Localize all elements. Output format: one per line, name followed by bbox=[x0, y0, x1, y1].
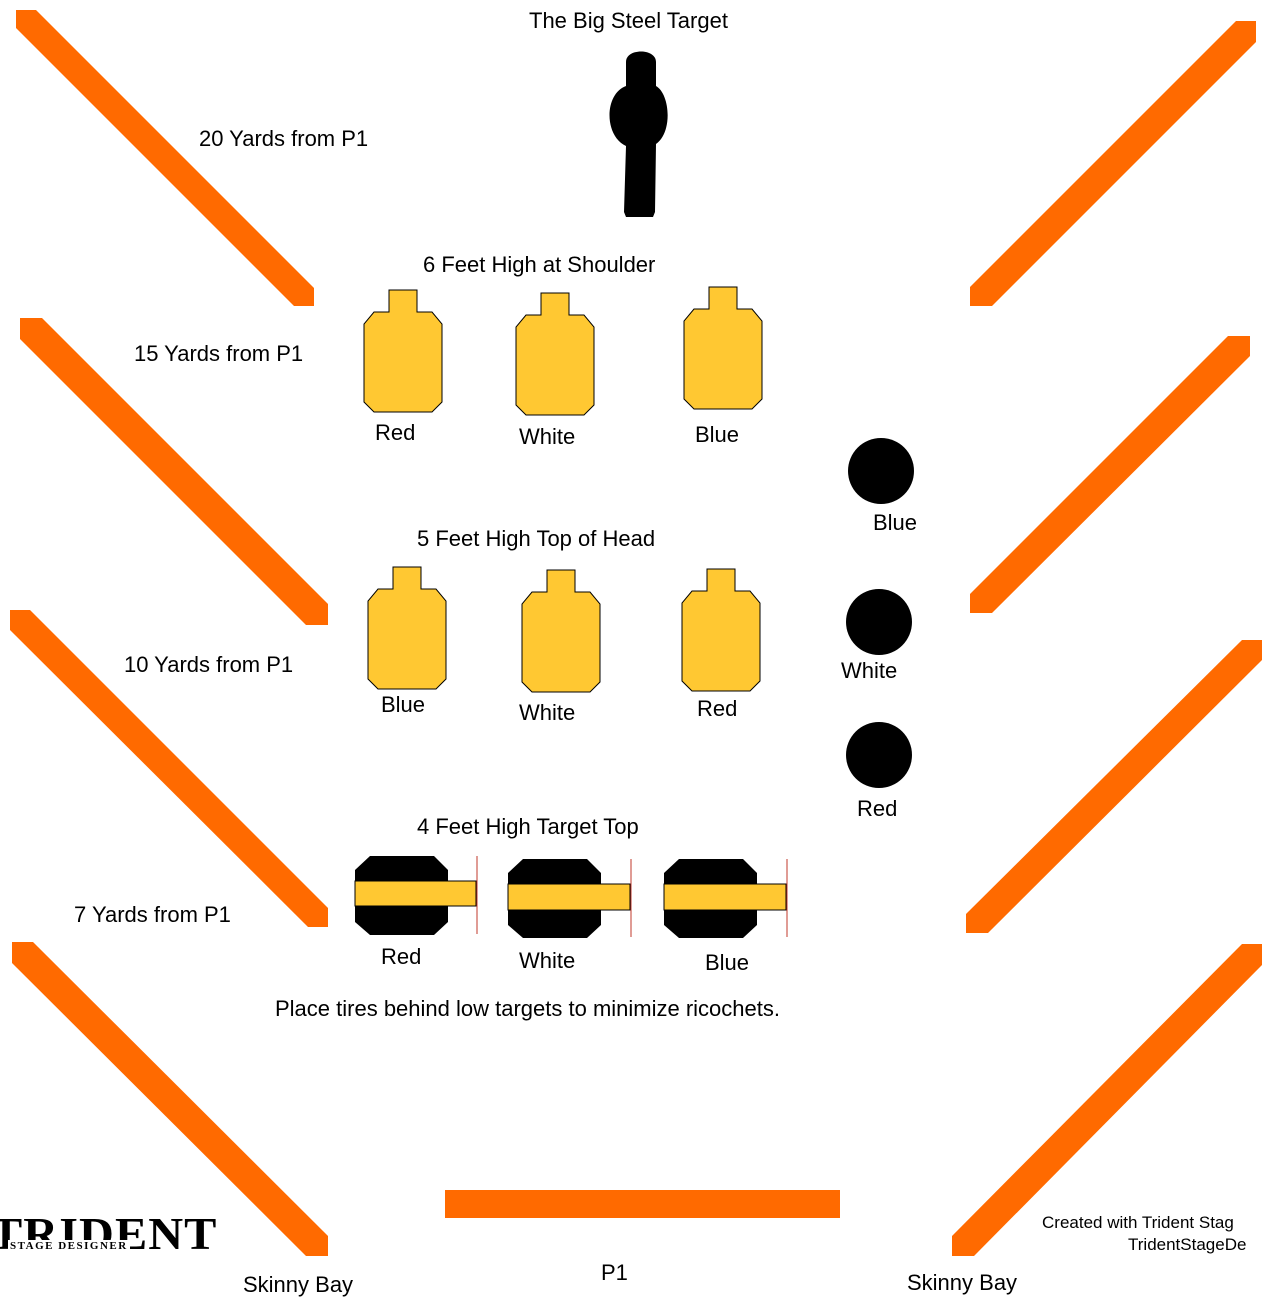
barrier-left-3 bbox=[10, 610, 328, 927]
row2-targets bbox=[367, 566, 761, 693]
safety-note: Place tires behind low targets to minimi… bbox=[275, 996, 780, 1021]
logo-subtitle: STAGE DESIGNER bbox=[8, 1240, 130, 1252]
big-steel-target bbox=[609, 51, 668, 217]
start-position-label: P1 bbox=[601, 1260, 628, 1285]
low-target bbox=[507, 859, 632, 938]
row3-target-label: Blue bbox=[705, 950, 750, 975]
steel-plate bbox=[846, 589, 912, 655]
distance-label-7: 7 Yards from P1 bbox=[74, 902, 231, 927]
row2-target-label: White bbox=[519, 700, 576, 725]
barrier-right-2 bbox=[970, 336, 1250, 613]
paper-target bbox=[363, 289, 443, 413]
row1-targets bbox=[363, 286, 763, 416]
row1-target-label: Blue bbox=[695, 422, 740, 447]
row2-title: 5 Feet High Top of Head bbox=[417, 526, 656, 551]
credit-line-2: TridentStageDe bbox=[1128, 1235, 1247, 1254]
bay-label-right: Skinny Bay bbox=[907, 1270, 1018, 1295]
row3-targets bbox=[354, 856, 788, 938]
barrier-right-3 bbox=[966, 640, 1262, 933]
distance-label-15: 15 Yards from P1 bbox=[134, 341, 304, 366]
row3-target-label: White bbox=[519, 948, 576, 973]
barrier-right-4 bbox=[952, 944, 1262, 1256]
plate-label: White bbox=[841, 658, 898, 683]
paper-target bbox=[683, 286, 763, 410]
trident-logo: TRIDENT STAGE DESIGNER bbox=[0, 1212, 220, 1258]
row2-target-label: Blue bbox=[381, 692, 426, 717]
steel-plate bbox=[846, 722, 912, 788]
row2-target-label: Red bbox=[697, 696, 738, 721]
p1-start-bar bbox=[445, 1190, 840, 1218]
row1-title: 6 Feet High at Shoulder bbox=[423, 252, 656, 277]
paper-target bbox=[515, 292, 595, 416]
low-target bbox=[354, 856, 478, 935]
row3-title: 4 Feet High Target Top bbox=[417, 814, 639, 839]
low-target bbox=[663, 859, 788, 938]
barrier-left-2 bbox=[20, 318, 328, 625]
row3-target-label: Red bbox=[381, 944, 422, 969]
barrier-left-4 bbox=[12, 942, 328, 1256]
row1-target-label: Red bbox=[375, 420, 416, 445]
credit-box: Created with Trident Stag TridentStageDe bbox=[1000, 1213, 1262, 1263]
credit-line-1: Created with Trident Stag bbox=[1042, 1213, 1234, 1232]
right-barriers bbox=[952, 21, 1262, 1256]
plate-label: Blue bbox=[873, 510, 918, 535]
diagram-title: The Big Steel Target bbox=[529, 8, 728, 33]
steel-plates bbox=[846, 438, 914, 788]
distance-label-20: 20 Yards from P1 bbox=[199, 126, 369, 151]
left-barriers bbox=[10, 10, 328, 1256]
distance-label-10: 10 Yards from P1 bbox=[124, 652, 294, 677]
paper-target bbox=[521, 569, 601, 693]
paper-target bbox=[681, 568, 761, 692]
paper-target bbox=[367, 566, 447, 690]
steel-plate bbox=[848, 438, 914, 504]
row1-target-label: White bbox=[519, 424, 576, 449]
bay-label-left: Skinny Bay bbox=[243, 1272, 354, 1297]
barrier-left-1 bbox=[16, 10, 314, 306]
plate-label: Red bbox=[857, 796, 898, 821]
barrier-right-1 bbox=[970, 21, 1256, 306]
